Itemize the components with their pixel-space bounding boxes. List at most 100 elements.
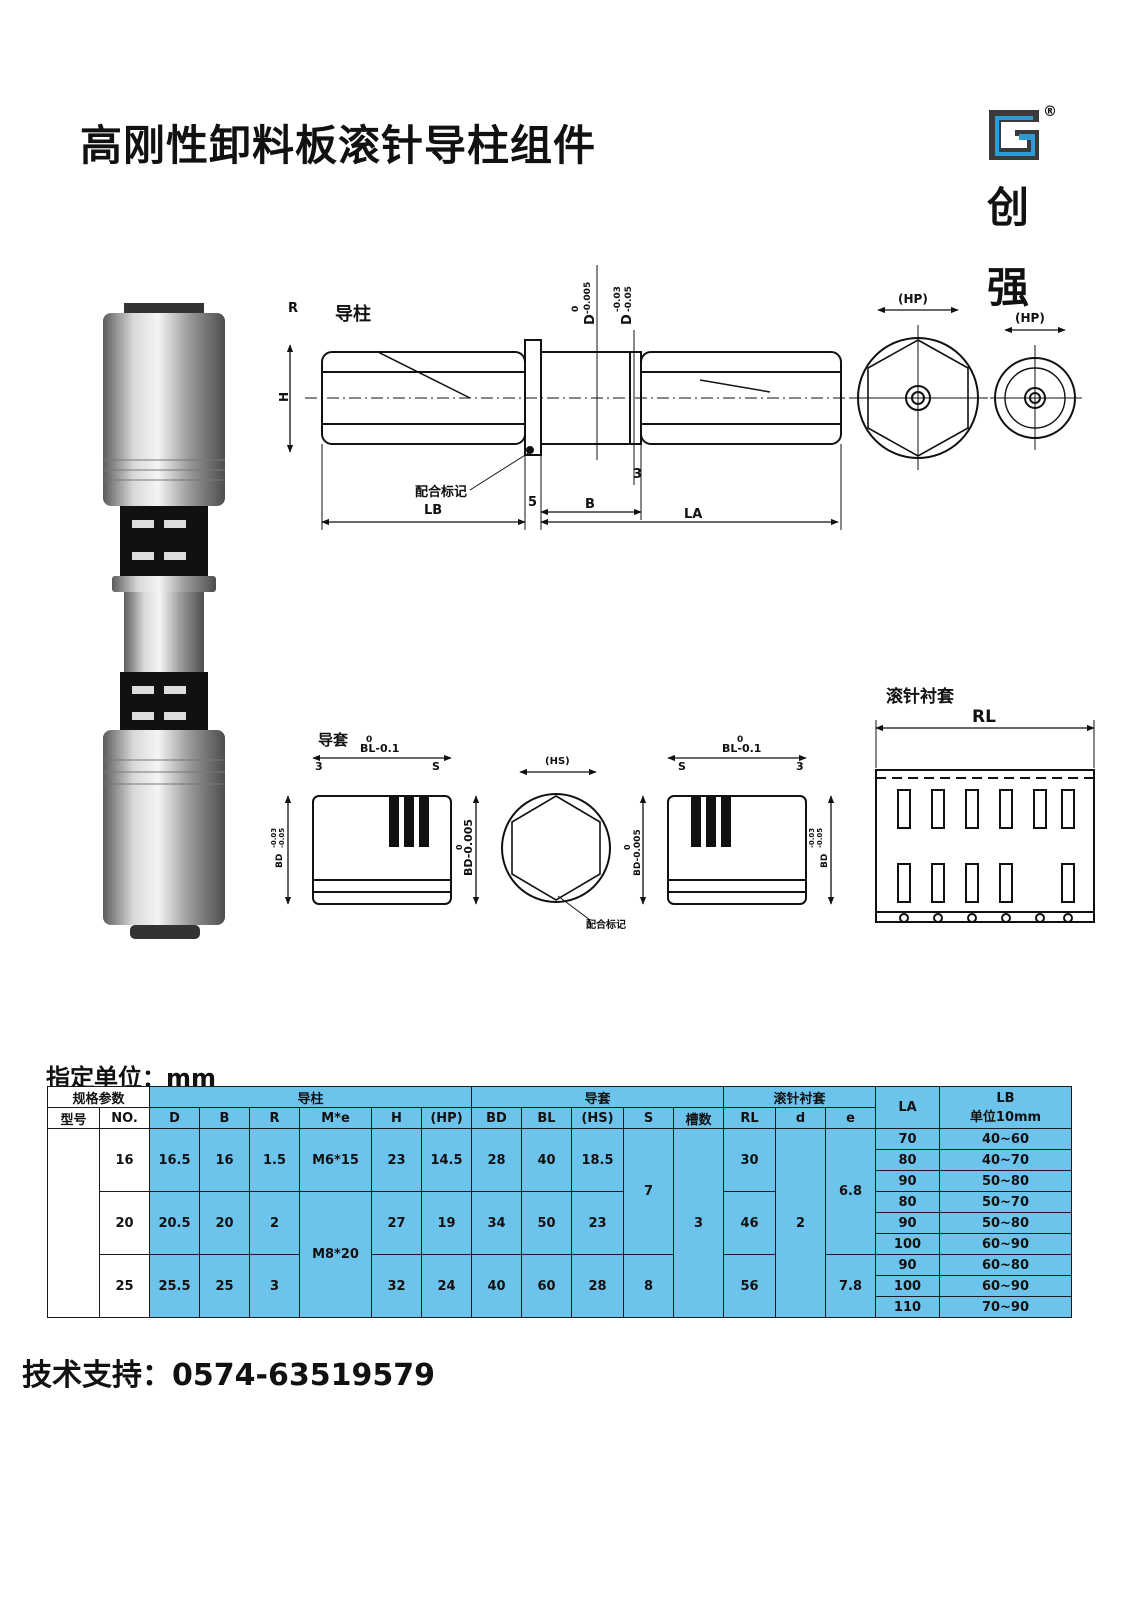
label-r: R bbox=[288, 301, 298, 316]
cell-bl: 50 bbox=[521, 1191, 572, 1255]
header-pillar: 导柱 bbox=[149, 1086, 472, 1108]
cell-r: 2 bbox=[249, 1191, 300, 1255]
registered-mark: ® bbox=[1043, 104, 1057, 120]
cell-r: 3 bbox=[249, 1254, 300, 1318]
cell-h: 23 bbox=[371, 1128, 422, 1192]
label-five: 5 bbox=[528, 495, 537, 510]
label-bl: BL-0.1 bbox=[360, 742, 399, 755]
product-photo bbox=[103, 303, 225, 939]
label-bd-left: BD bbox=[275, 854, 285, 868]
cell-lb: 50~80 bbox=[939, 1212, 1072, 1234]
page-title: 高刚性卸料板滚针导柱组件 bbox=[80, 121, 597, 170]
label-bd-left-tol-upper: -0.03 bbox=[270, 828, 278, 848]
cell-me: M8*20 bbox=[299, 1191, 372, 1318]
cell-la: 90 bbox=[875, 1212, 940, 1234]
cell-lb: 50~80 bbox=[939, 1170, 1072, 1192]
cell-d: 20.5 bbox=[149, 1191, 200, 1255]
col-b: B bbox=[199, 1107, 250, 1129]
cell-la: 70 bbox=[875, 1128, 940, 1150]
tech-support: 技术支持：0574-63519579 bbox=[22, 1358, 435, 1393]
cell-d: 16.5 bbox=[149, 1128, 200, 1192]
cell-h: 32 bbox=[371, 1254, 422, 1318]
cell-bd: 28 bbox=[471, 1128, 522, 1192]
label-hp-1: (HP) bbox=[898, 292, 928, 306]
cell-hs: 18.5 bbox=[571, 1128, 624, 1192]
cell-bl: 60 bbox=[521, 1254, 572, 1318]
cell-la: 90 bbox=[875, 1170, 940, 1192]
label-fit-mark: 配合标记 bbox=[415, 484, 467, 500]
col-me: M*e bbox=[299, 1107, 372, 1129]
cell-la: 80 bbox=[875, 1191, 940, 1213]
technical-drawings: R 导柱 H D 0 -0.005 D -0.03 -0.05 配合标记 LB … bbox=[103, 265, 1095, 939]
cell-hs: 23 bbox=[571, 1191, 624, 1255]
label-d2: D bbox=[620, 314, 635, 325]
label-s-left: S bbox=[678, 760, 686, 773]
header-bush: 导套 bbox=[471, 1086, 724, 1108]
cell-rl: 30 bbox=[723, 1128, 776, 1192]
label-bush-fit-mark: 配合标记 bbox=[586, 918, 626, 931]
guide-pillar-drawing bbox=[286, 265, 850, 530]
brand-char-1: 创 bbox=[987, 183, 1030, 232]
cell-hp: 24 bbox=[421, 1254, 472, 1318]
label-s-right: S bbox=[432, 760, 440, 773]
col-e: e bbox=[825, 1107, 876, 1129]
brand-mark-icon bbox=[989, 110, 1039, 160]
col-bl: BL bbox=[521, 1107, 572, 1129]
label-la: LA bbox=[684, 507, 702, 522]
cell-r: 1.5 bbox=[249, 1128, 300, 1192]
header-lb-title: LB bbox=[996, 1090, 1015, 1106]
cell-lb: 50~70 bbox=[939, 1191, 1072, 1213]
cell-hp: 19 bbox=[421, 1191, 472, 1255]
label-rl: RL bbox=[972, 707, 996, 727]
cell-rl: 56 bbox=[723, 1254, 776, 1318]
cell-d: 25.5 bbox=[149, 1254, 200, 1318]
cell-e: 7.8 bbox=[825, 1254, 876, 1318]
cell-s: 7 bbox=[623, 1128, 674, 1255]
label-three-left: 3 bbox=[315, 760, 323, 773]
cell-model bbox=[47, 1128, 100, 1318]
label-three-right: 3 bbox=[796, 760, 804, 773]
cell-la: 110 bbox=[875, 1296, 940, 1318]
cell-lb: 60~90 bbox=[939, 1233, 1072, 1255]
cell-no: 16 bbox=[99, 1128, 150, 1192]
col-r: R bbox=[249, 1107, 300, 1129]
guide-bush-drawing bbox=[284, 754, 835, 921]
cell-no: 25 bbox=[99, 1254, 150, 1318]
cell-la: 100 bbox=[875, 1275, 940, 1297]
label-hs: (HS) bbox=[545, 756, 570, 767]
label-d1-tol-upper: 0 bbox=[571, 306, 581, 312]
header-la: LA bbox=[875, 1086, 940, 1129]
cell-rl: 46 bbox=[723, 1191, 776, 1255]
label-hp-2: (HP) bbox=[1015, 311, 1045, 325]
label-bl-tol: 0 bbox=[366, 735, 372, 745]
cell-me: M6*15 bbox=[299, 1128, 372, 1192]
cell-hp: 14.5 bbox=[421, 1128, 472, 1192]
label-bd2-left-tol: 0 bbox=[623, 844, 632, 850]
label-bl2: BL-0.1 bbox=[722, 742, 761, 755]
brand-char-2: 强 bbox=[987, 263, 1030, 312]
col-hp: (HP) bbox=[421, 1107, 472, 1129]
pillar-end-views bbox=[850, 306, 1082, 470]
col-sleeve-d: d bbox=[775, 1107, 826, 1129]
cell-no: 20 bbox=[99, 1191, 150, 1255]
col-hs: (HS) bbox=[571, 1107, 624, 1129]
header-sleeve: 滚针衬套 bbox=[723, 1086, 876, 1108]
label-d2-tol-lower: -0.05 bbox=[624, 286, 634, 312]
cell-bd: 40 bbox=[471, 1254, 522, 1318]
cell-bd: 34 bbox=[471, 1191, 522, 1255]
cell-h: 27 bbox=[371, 1191, 422, 1255]
label-bd-right-tol: 0 bbox=[455, 844, 464, 850]
label-d1: D bbox=[583, 314, 598, 325]
col-slots: 槽数 bbox=[673, 1107, 724, 1129]
cell-lb: 40~70 bbox=[939, 1149, 1072, 1171]
cell-b: 20 bbox=[199, 1191, 250, 1255]
cell-la: 100 bbox=[875, 1233, 940, 1255]
cell-b: 25 bbox=[199, 1254, 250, 1318]
label-guide-bush: 导套 bbox=[318, 731, 349, 749]
label-bd-right: BD-0.005 bbox=[462, 819, 475, 876]
label-lb: LB bbox=[424, 503, 442, 518]
cell-b: 16 bbox=[199, 1128, 250, 1192]
cell-lb: 40~60 bbox=[939, 1128, 1072, 1150]
